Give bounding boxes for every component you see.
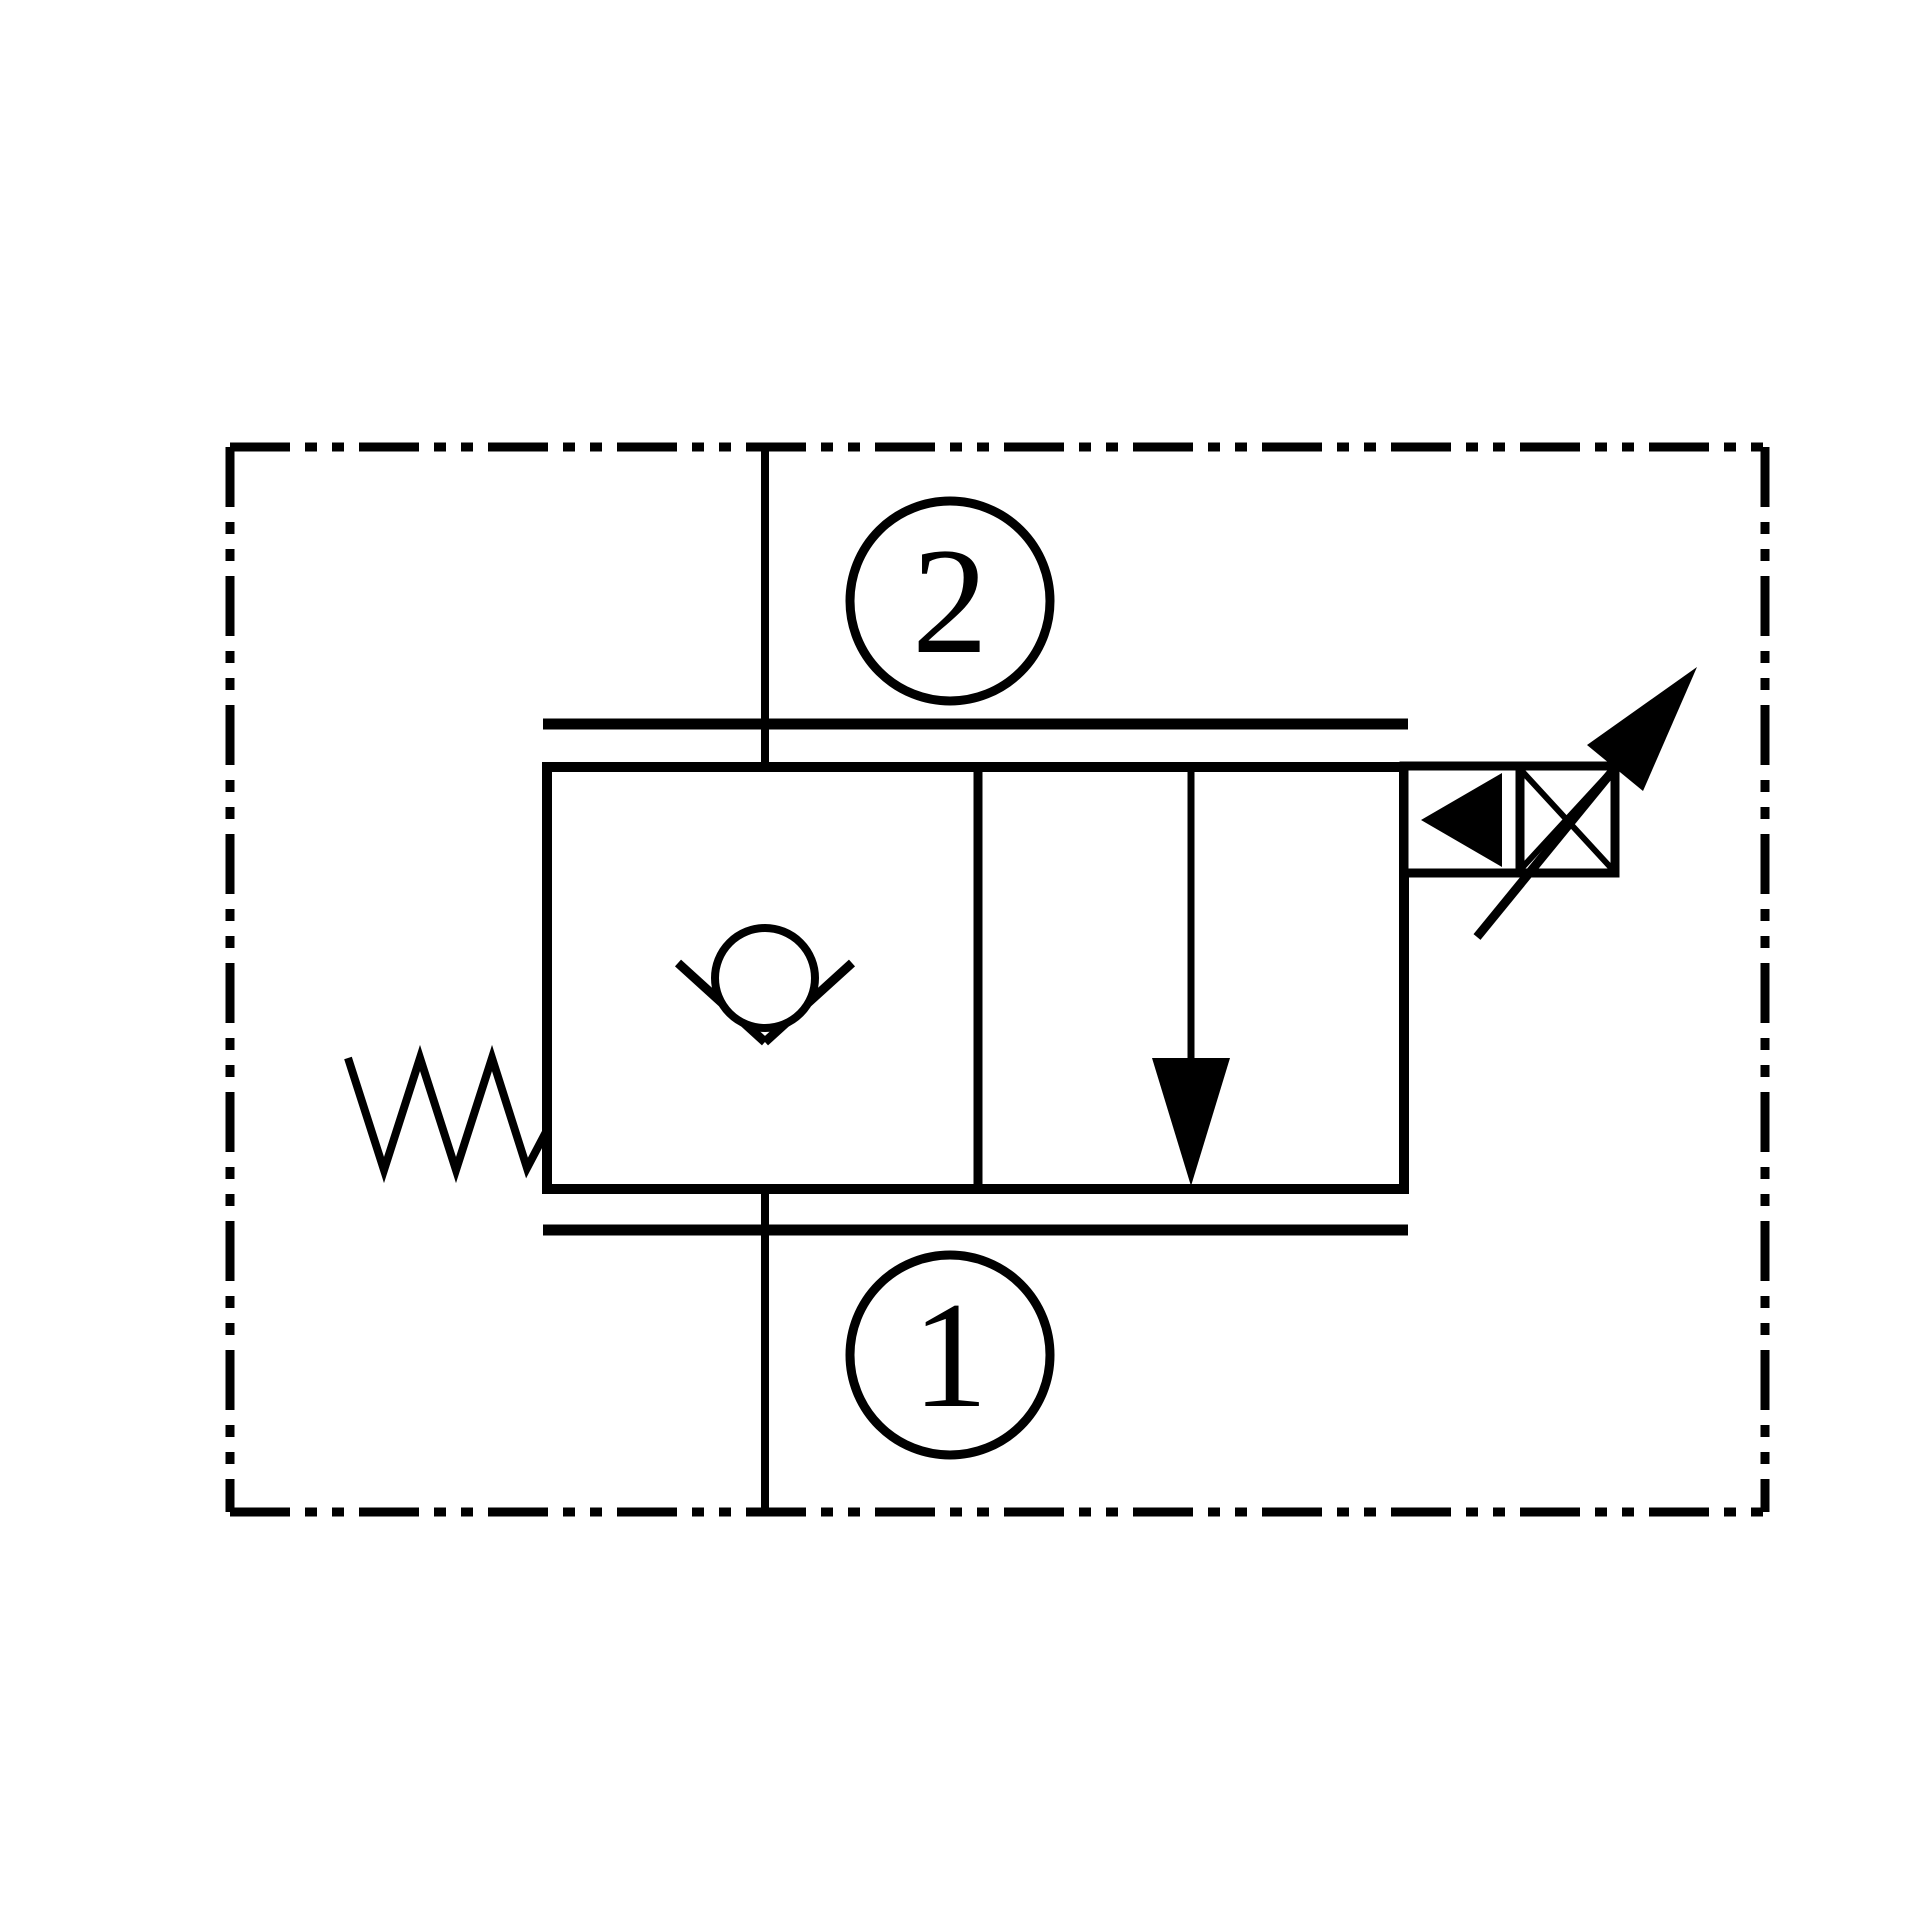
port-1-label: 1 [912, 1271, 988, 1439]
port-1: 1 [845, 1250, 1055, 1460]
flow-arrow [1152, 767, 1230, 1186]
check-valve [674, 924, 856, 1046]
port-1-circle [845, 1250, 1055, 1460]
port-2-label: 2 [912, 517, 988, 685]
adjustment-arrow-head-icon [1587, 667, 1697, 791]
solenoid-triangle-icon [1421, 773, 1502, 867]
diagram-root: 2 1 [225, 442, 1770, 1517]
adjustment-arrow [1473, 667, 1697, 940]
check-valve-ball [711, 924, 819, 1032]
adjustment-arrow-shaft [1473, 765, 1619, 940]
flow-arrow-head-icon [1152, 1058, 1230, 1186]
port-2: 2 [845, 496, 1055, 706]
spring [344, 1044, 551, 1184]
boundary-frame [225, 442, 1770, 1517]
proportional-solenoid [1399, 667, 1697, 940]
port-2-circle [845, 496, 1055, 706]
